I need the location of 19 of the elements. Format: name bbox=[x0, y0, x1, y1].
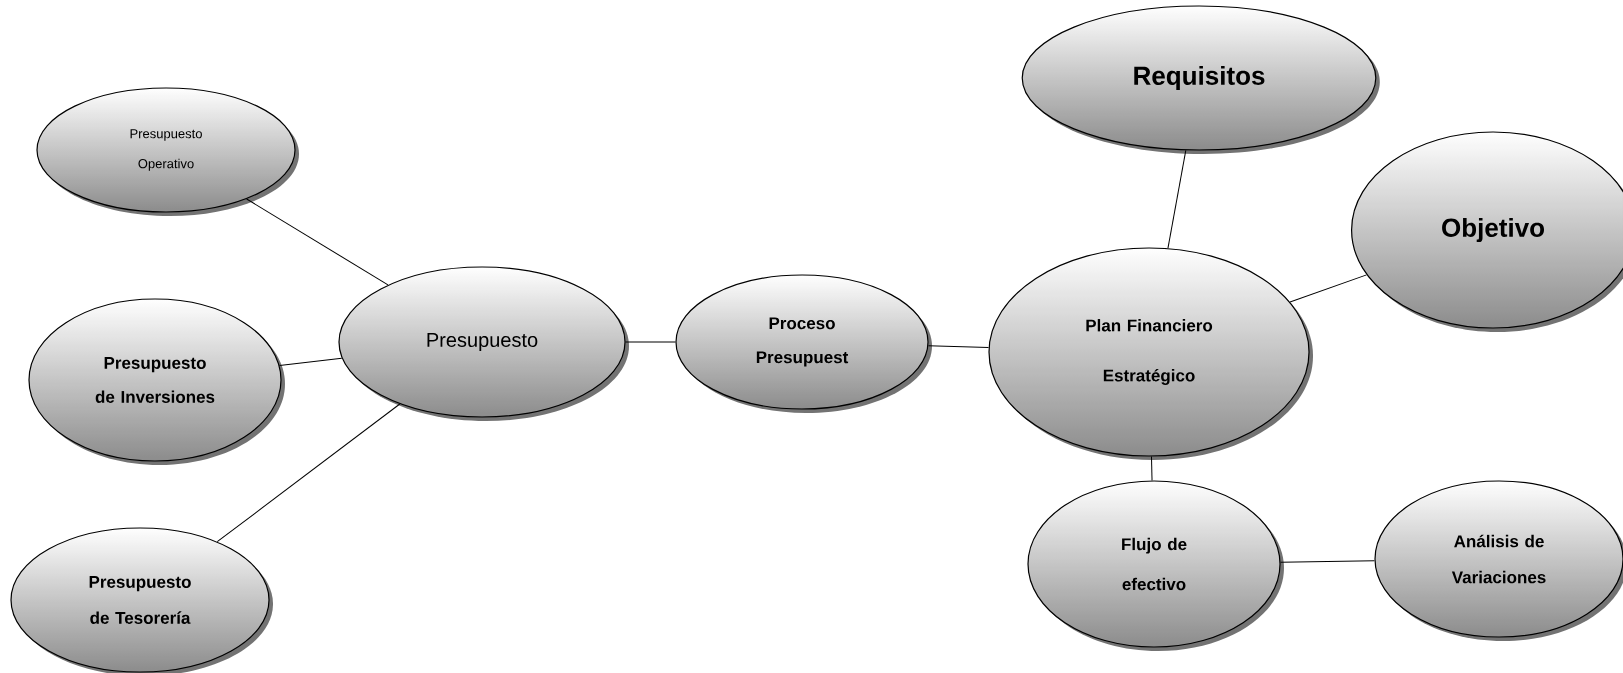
connector-line bbox=[1280, 560, 1375, 563]
connector-line bbox=[625, 341, 676, 343]
connector-line bbox=[1151, 456, 1153, 481]
connector-line bbox=[279, 357, 343, 367]
ellipse-node: Presupuesto Operativo bbox=[36, 87, 299, 216]
ellipse-node: Presupuesto bbox=[338, 266, 629, 421]
connector-line bbox=[927, 345, 990, 348]
connector-line bbox=[246, 198, 389, 286]
connector-line bbox=[1289, 274, 1368, 303]
ellipse-node: Presupuesto de Tesorería bbox=[10, 527, 273, 673]
ellipse-node: Presupuesto de Inversiones bbox=[28, 298, 285, 465]
connector-line bbox=[1167, 149, 1187, 249]
ellipse-node: Flujo de efectivo bbox=[1027, 480, 1284, 651]
ellipse-node: Requisitos bbox=[1021, 5, 1380, 154]
ellipse-node: Objetivo bbox=[1351, 131, 1623, 332]
ellipse-node: Plan Financiero Estratégico bbox=[988, 247, 1313, 460]
connector-line bbox=[216, 403, 401, 543]
ellipse-node: Proceso Presupuest bbox=[675, 274, 932, 413]
ellipse-node: Análisis de Variaciones bbox=[1374, 480, 1623, 641]
